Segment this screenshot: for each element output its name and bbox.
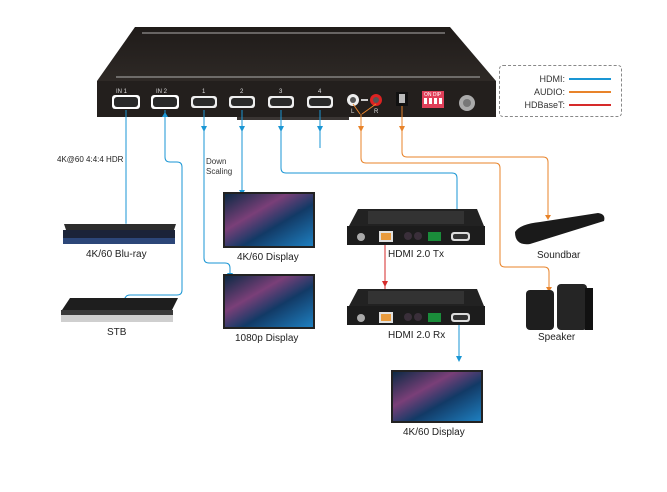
soundbar <box>515 213 605 245</box>
hdmi-line-out1 <box>203 110 231 276</box>
label-display-4k-2: 4K/60 Display <box>403 427 465 438</box>
display-1080p <box>223 274 315 329</box>
optical-port <box>396 92 408 106</box>
speakers <box>526 284 593 330</box>
hdmi-out-3-port <box>268 96 294 108</box>
hdmi-tx-extender <box>347 209 485 245</box>
port-label-out2: 2 <box>240 89 244 95</box>
legend-audio-label: AUDIO: <box>533 87 565 97</box>
hdmi-line-out3 <box>280 110 458 236</box>
label-speaker: Speaker <box>538 332 576 343</box>
port-label-out4: 4 <box>318 89 322 95</box>
hdmi-out-4-port <box>307 96 333 108</box>
rca-right-port <box>370 94 382 106</box>
power-connector <box>459 95 475 111</box>
dip-label: ON DIP <box>424 92 442 98</box>
legend-hdbaset: HDBaseT: <box>524 99 611 111</box>
display-4k-1 <box>223 192 315 248</box>
port-label-out3: 3 <box>279 89 283 95</box>
legend-hdmi-label: HDMI: <box>539 74 566 84</box>
legend-hdmi: HDMI: <box>539 73 611 85</box>
hdmi-out-2-port <box>229 96 255 108</box>
label-stb: STB <box>107 327 127 338</box>
dip-switch <box>422 91 444 108</box>
label-bluray: 4K/60 Blu-ray <box>86 249 147 260</box>
hdmi-line-stb <box>124 110 183 305</box>
hdmi-in-2-port <box>151 95 179 109</box>
port-label-audio-l: L <box>351 109 355 115</box>
port-label-audio-r: R <box>374 109 379 115</box>
down-scaling-line1: Down <box>206 157 227 166</box>
label-rx: HDMI 2.0 Rx <box>388 330 446 341</box>
display-4k-2 <box>391 370 483 423</box>
hdr-annotation: 4K@60 4:4:4 HDR <box>57 155 124 164</box>
legend-audio-swatch <box>569 91 611 93</box>
matrix-switcher <box>97 27 496 120</box>
hdmi-in-1-port <box>112 95 140 109</box>
down-scaling-line2: Scaling <box>206 167 233 176</box>
legend-hdmi-swatch <box>569 78 611 80</box>
legend-hdbaset-label: HDBaseT: <box>524 100 565 110</box>
port-label-in1: IN 1 <box>116 89 128 95</box>
label-soundbar: Soundbar <box>537 250 581 261</box>
legend-hdbaset-swatch <box>569 104 611 106</box>
label-display-4k-1: 4K/60 Display <box>237 252 299 263</box>
audio-line-optical <box>401 106 549 219</box>
port-label-out1: 1 <box>202 89 206 95</box>
port-label-in2: IN 2 <box>156 89 168 95</box>
bluray-player <box>63 224 176 244</box>
legend: HDMI: AUDIO: HDBaseT: <box>499 65 622 117</box>
audio-line-rca <box>352 103 550 290</box>
hdmi-out-1-port <box>191 96 217 108</box>
rca-left-port <box>347 94 359 106</box>
set-top-box <box>61 298 178 322</box>
label-tx: HDMI 2.0 Tx <box>388 249 444 260</box>
legend-audio: AUDIO: <box>534 86 611 98</box>
label-display-1080p: 1080p Display <box>235 333 299 344</box>
hdmi-rx-extender <box>347 289 485 325</box>
